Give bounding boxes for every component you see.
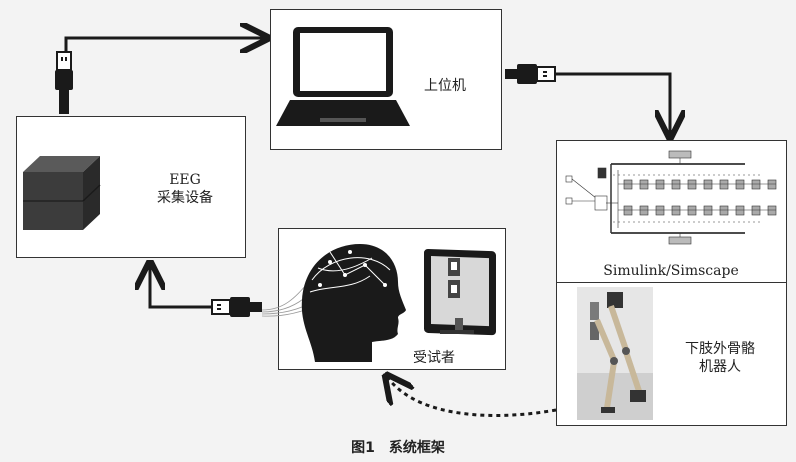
figure-caption: 图1 系统框架 (351, 440, 445, 456)
head-silhouette-icon (301, 244, 406, 362)
exoskeleton-robot-image (577, 287, 653, 420)
eeg-device-label-line1: EEG (169, 172, 201, 188)
usb-connector-icon (505, 64, 556, 84)
monitor-icon (424, 248, 496, 336)
robot-label: 下肢外骨骼 机器人 (670, 340, 770, 376)
robot-to-subject-feedback-arrow (388, 378, 557, 417)
eeg-cube-icon (23, 156, 101, 230)
usb-to-pc-arrow (64, 38, 264, 52)
simulink-label: Simulink/Simscape (603, 263, 739, 279)
usb-connector-icon (55, 51, 73, 114)
subject-label: 受试者 (413, 350, 455, 366)
usb-connector-icon (211, 297, 262, 317)
pc-to-simulink-arrow (555, 72, 670, 134)
eeg-device-label-line2: 采集设备 (157, 190, 213, 206)
eeg-device-label: EEG 采集设备 (150, 171, 220, 207)
robot-label-line2: 机器人 (699, 359, 741, 375)
robot-label-line1: 下肢外骨骼 (685, 341, 755, 357)
pc-label: 上位机 (424, 78, 466, 94)
laptop-icon (276, 27, 410, 126)
subject-to-eeg-arrow (150, 266, 212, 309)
simulink-block-diagram (565, 150, 777, 245)
